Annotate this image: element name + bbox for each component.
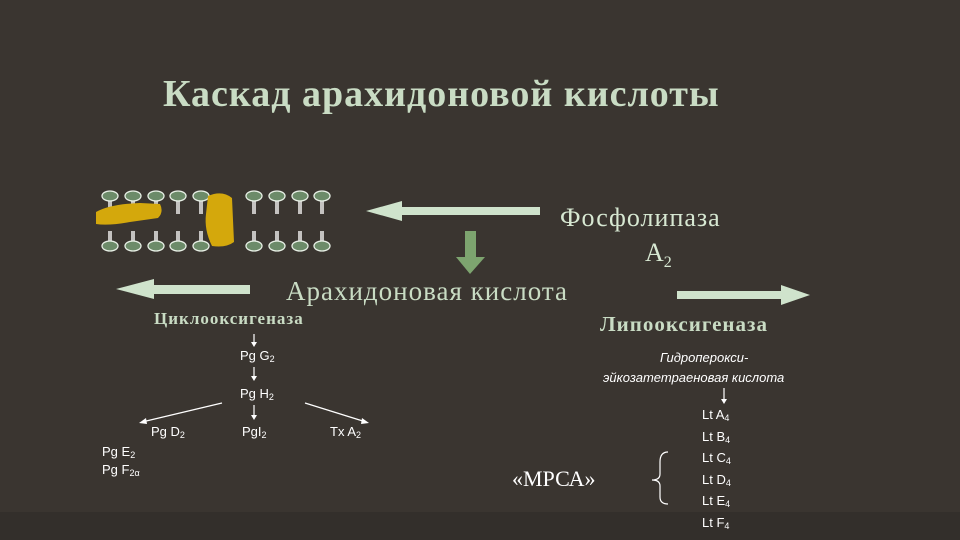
phospholipase-blob-right [205, 193, 234, 247]
lipoxygenase-label: Липооксигеназа [600, 312, 768, 336]
slide-title: Каскад арахидоновой кислоты [163, 73, 720, 115]
phospholipase-blob-left [96, 203, 162, 225]
lipid-head [291, 190, 309, 202]
pg-g-sub: 2 [269, 354, 275, 364]
lipid-head [245, 190, 263, 202]
lipid-head [268, 240, 286, 252]
phospholipase-a-letter: A [645, 238, 664, 267]
leukotriene-item: Lt D4 [702, 471, 731, 488]
phospholipase-label: Фосфолипаза [560, 203, 721, 232]
lipid-head [124, 240, 142, 252]
lipid-head [169, 190, 187, 202]
pg-d-sub: 2 [179, 430, 185, 440]
leukotriene-item: Lt E4 [702, 493, 731, 509]
lipid-head [192, 240, 210, 252]
lipid-head [101, 190, 119, 202]
hpete-label-line1: Гидроперокси- [660, 350, 749, 365]
membrane-bilayer [101, 190, 331, 252]
mrsa-label: «МРСА» [512, 466, 596, 491]
phospholipase-a-sub: 2 [663, 254, 672, 272]
leukotriene-list: Lt A4 Lt B4 Lt C4 Lt D4 Lt E4 Lt F4 [702, 406, 752, 535]
lipid-head [147, 190, 165, 202]
pg-d-text: Pg D [151, 424, 180, 439]
tx-a-text: Tx A [330, 424, 357, 439]
lipid-head [101, 240, 119, 252]
pgi-sub: 2 [261, 430, 267, 440]
bottom-band [0, 512, 960, 540]
leukotriene-item: Lt F4 [702, 514, 730, 531]
hpete-label-line2: эйкозатетраеновая кислота [603, 370, 785, 385]
tx-a2-label: Tx A2 [330, 424, 361, 440]
pg-d2-label: Pg D2 [151, 424, 185, 440]
arrow-to-cyclooxygenase [116, 279, 250, 299]
pg-e-sub: 2 [130, 450, 136, 460]
leukotriene-item: Lt B4 [702, 428, 731, 445]
lipid-head [169, 240, 187, 252]
pg-h-text: Pg H [240, 386, 269, 401]
arachidonic-acid-label: Арахидоновая кислота [286, 276, 568, 306]
pg-e2-label: Pg E2 [102, 444, 135, 460]
leukotriene-item: Lt A4 [702, 407, 730, 423]
cox-small-arrows [139, 334, 369, 424]
pgi2-label: PgI2 [242, 424, 267, 440]
pg-f-sub: 2α [129, 468, 140, 478]
lipid-head [192, 190, 210, 202]
pg-f2a-label: Pg F2α [102, 462, 140, 478]
lipid-head [147, 240, 165, 252]
pg-g-text: Pg G [240, 348, 270, 363]
arrow-down-green [456, 231, 485, 274]
arrow-to-lipoxygenase [677, 285, 810, 305]
pg-h-sub: 2 [268, 392, 274, 402]
pgi-text: PgI [242, 424, 262, 439]
pg-f-text: Pg F [102, 462, 130, 477]
pg-e-text: Pg E [102, 444, 131, 459]
lipid-head [268, 190, 286, 202]
tx-a-sub: 2 [356, 430, 362, 440]
pg-h2-label: Pg H2 [240, 386, 274, 402]
lipid-head [291, 240, 309, 252]
phospholipase-a2-label: A2 [645, 238, 672, 272]
leukotriene-item: Lt C4 [702, 450, 731, 466]
cyclooxygenase-label: Циклооксигеназа [154, 309, 304, 328]
arrow-to-membrane [366, 201, 540, 221]
lipid-head [245, 240, 263, 252]
pg-g2-label: Pg G2 [240, 348, 275, 364]
leukotriene-brace [651, 451, 669, 505]
lipid-head [124, 190, 142, 202]
lipid-head [313, 190, 331, 202]
lipid-head [313, 240, 331, 252]
lox-small-arrow [721, 388, 727, 404]
